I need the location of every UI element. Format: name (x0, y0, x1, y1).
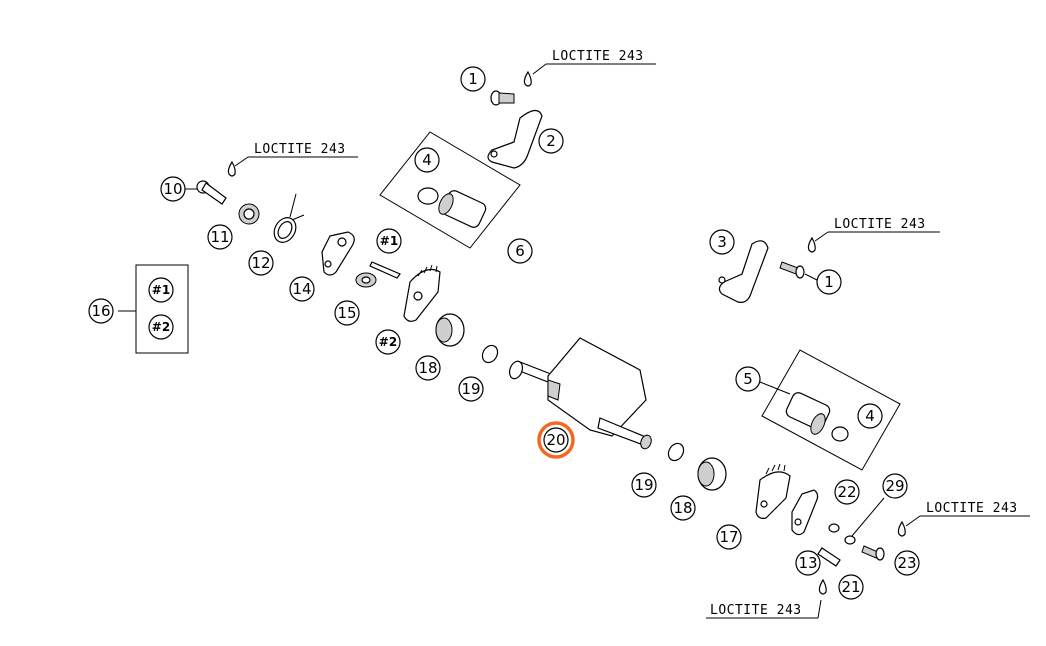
kit-box-16 (118, 264, 189, 354)
svg-text:#1: #1 (152, 283, 170, 297)
pin-part (369, 261, 401, 279)
callout-2: 2 (538, 128, 564, 154)
svg-text:4: 4 (422, 151, 432, 169)
svg-text:LOCTITE 243: LOCTITE 243 (552, 49, 644, 64)
callout-20-highlighted: 20 (537, 421, 575, 459)
callout-15: 15 (334, 300, 360, 326)
svg-text:2: 2 (546, 132, 556, 150)
shift-segment-part-17 (755, 463, 791, 519)
svg-text:22: 22 (837, 483, 856, 501)
bolt-part-10 (196, 180, 227, 205)
svg-text:3: 3 (717, 233, 727, 251)
bushing-part-11 (238, 203, 260, 225)
svg-text:18: 18 (418, 359, 437, 377)
loctite-drop-icon (523, 70, 532, 87)
svg-text:17: 17 (719, 528, 738, 546)
callout-1-top: 1 (460, 66, 486, 92)
callout-17: 17 (716, 524, 742, 550)
bracket-part-3 (718, 240, 769, 303)
loctite-drop-icon (818, 578, 827, 595)
shift-segment-part (403, 264, 441, 322)
callout-hash2: #2 (375, 329, 401, 355)
loctite-drop-icon (807, 236, 816, 253)
loctite-label-lower-right: LOCTITE 243 (905, 501, 1030, 527)
svg-text:#1: #1 (380, 234, 398, 248)
svg-text:13: 13 (798, 554, 817, 572)
callout-22: 22 (834, 479, 860, 505)
kit-box-5 (761, 349, 901, 471)
callout-21: 21 (838, 574, 864, 600)
callout-6: 6 (507, 238, 533, 264)
svg-text:15: 15 (337, 304, 356, 322)
callout-10: 10 (160, 176, 197, 202)
svg-text:18: 18 (673, 499, 692, 517)
svg-text:4: 4 (865, 407, 875, 425)
lever-part-14 (321, 231, 355, 276)
callout-3: 3 (709, 229, 735, 255)
svg-text:LOCTITE 243: LOCTITE 243 (834, 217, 926, 232)
callout-1-right: 1 (804, 269, 842, 295)
svg-text:20: 20 (546, 431, 565, 449)
loctite-label-top: LOCTITE 243 (532, 49, 656, 75)
svg-text:16: 16 (91, 302, 110, 320)
loctite-label-bottom: LOCTITE 243 (706, 599, 822, 619)
callout-16-sub-hash1: #1 (148, 277, 174, 303)
kit-box-6 (379, 131, 521, 249)
callout-14: 14 (289, 276, 315, 302)
svg-text:LOCTITE 243: LOCTITE 243 (254, 142, 346, 157)
svg-text:12: 12 (251, 254, 270, 272)
callout-5: 5 (735, 366, 791, 395)
callout-4-right: 4 (857, 403, 883, 429)
svg-text:19: 19 (461, 380, 480, 398)
bushing-part-18-left (435, 313, 465, 347)
svg-text:#2: #2 (379, 335, 397, 349)
callout-29: 29 (882, 473, 908, 499)
svg-text:1: 1 (824, 273, 834, 291)
callout-11: 11 (207, 224, 233, 250)
bolt-part-21 (817, 547, 841, 567)
shift-shaft-part-20 (508, 337, 652, 450)
svg-text:6: 6 (515, 242, 525, 260)
callout-16-sub-hash2: #2 (148, 314, 174, 340)
o-ring-part-19-left (481, 344, 499, 364)
svg-text:10: 10 (163, 180, 182, 198)
bracket-part-2 (487, 109, 543, 169)
svg-text:LOCTITE 243: LOCTITE 243 (926, 501, 1018, 516)
svg-text:#2: #2 (152, 320, 170, 334)
washer-part-15 (355, 272, 377, 288)
bushing-part-18-right (697, 457, 727, 491)
callout-18-right: 18 (670, 495, 696, 521)
svg-text:5: 5 (743, 370, 753, 388)
svg-text:23: 23 (897, 554, 916, 572)
svg-text:21: 21 (841, 578, 860, 596)
callout-19-right: 19 (631, 472, 657, 498)
washer-part-29 (844, 497, 885, 545)
svg-text:29: 29 (885, 477, 904, 495)
screw-part-1-top (490, 90, 515, 106)
callout-19-left: 19 (458, 376, 484, 402)
svg-text:1: 1 (468, 70, 478, 88)
callout-13: 13 (795, 550, 821, 576)
loctite-drop-icon (897, 520, 906, 537)
callout-23: 23 (894, 550, 920, 576)
loctite-label-left: LOCTITE 243 (234, 142, 358, 167)
bolt-part-23 (861, 545, 885, 561)
spring-part-12 (273, 193, 305, 243)
o-ring-part-19-right (667, 442, 685, 462)
loctite-drop-icon (227, 160, 236, 177)
svg-text:11: 11 (210, 228, 229, 246)
washer-part-22 (828, 523, 840, 533)
callout-4-top: 4 (414, 147, 440, 173)
callout-hash1: #1 (376, 228, 402, 254)
svg-text:LOCTITE 243: LOCTITE 243 (710, 603, 802, 618)
callout-18-left: 18 (415, 355, 441, 381)
callout-16: 16 (88, 298, 114, 324)
svg-text:14: 14 (292, 280, 311, 298)
lever-part-13 (791, 489, 819, 536)
svg-text:19: 19 (634, 476, 653, 494)
screw-part-1-right (779, 261, 805, 279)
loctite-label-right: LOCTITE 243 (814, 217, 940, 242)
callout-12: 12 (248, 250, 274, 276)
